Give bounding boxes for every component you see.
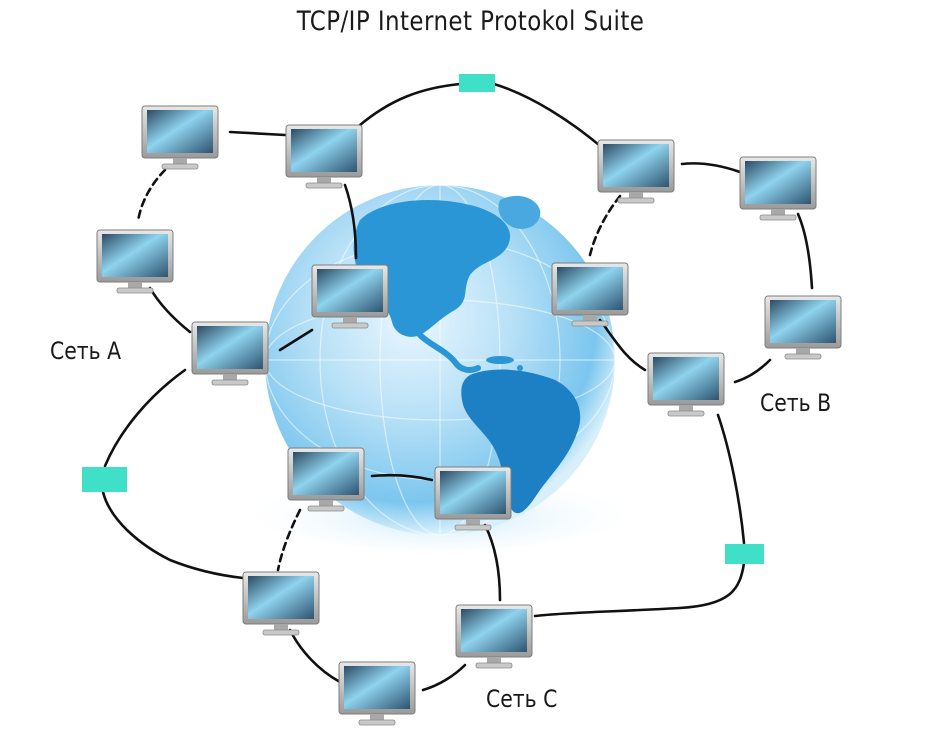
network-c-label: Сеть C — [486, 685, 558, 713]
monitor-icon — [96, 229, 174, 294]
network-b-label: Сеть B — [760, 389, 832, 417]
monitor-icon — [285, 124, 363, 189]
monitor-icon — [647, 352, 725, 417]
network-a-label: Сеть A — [50, 337, 122, 365]
diagram-title: TCP/IP Internet Protokol Suite — [296, 6, 645, 37]
monitor-icon — [338, 661, 416, 726]
monitor-icon — [597, 139, 675, 204]
monitor-icon — [191, 321, 269, 386]
monitor-icon — [739, 156, 817, 221]
router-icon — [725, 544, 764, 564]
monitor-icon — [455, 604, 533, 669]
monitor-icon — [242, 571, 320, 636]
router-icon — [459, 74, 495, 92]
monitor-icon — [764, 295, 842, 360]
monitor-icon — [141, 105, 219, 170]
network-links — [101, 82, 814, 692]
router-icon — [82, 467, 127, 492]
